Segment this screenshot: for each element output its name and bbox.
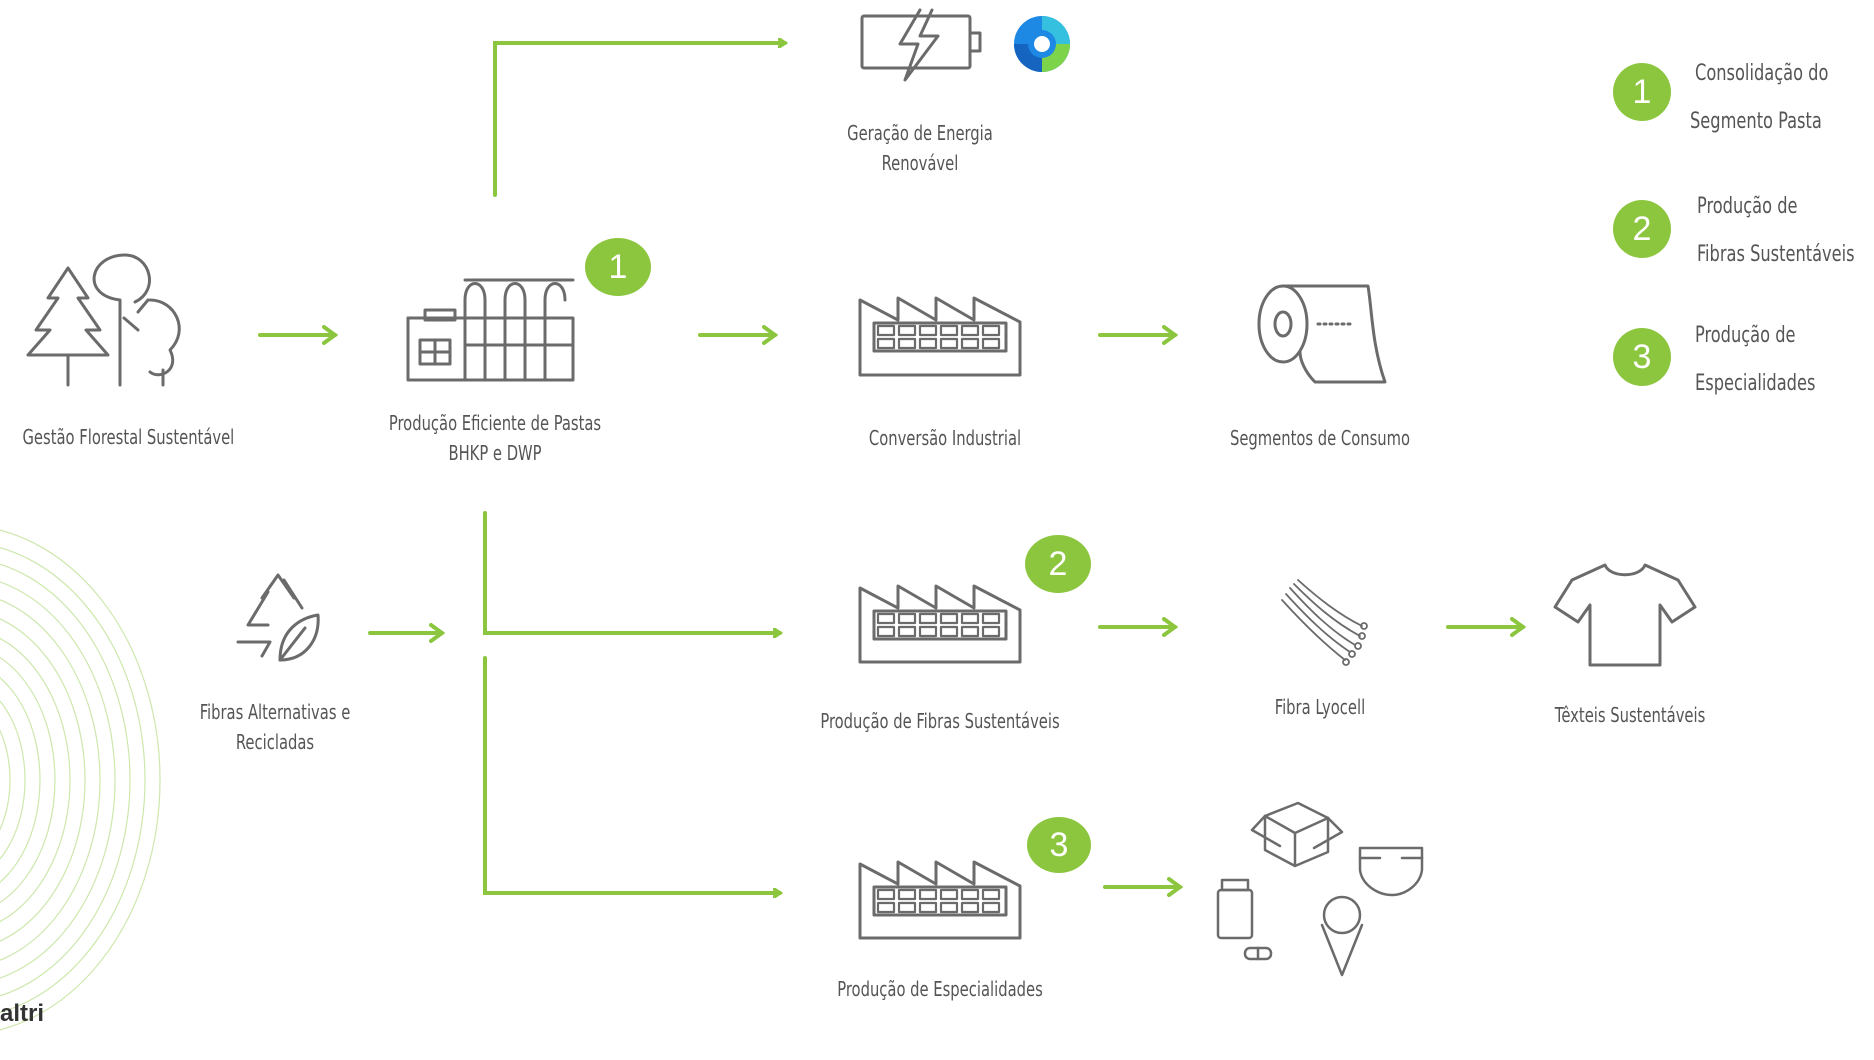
fiber-strands-icon	[1281, 579, 1368, 666]
recycle-leaf-icon	[236, 573, 320, 662]
altri-logo: altri	[0, 1000, 45, 1027]
connector-to-fibers	[483, 511, 780, 633]
pulp-mill-icon	[406, 278, 575, 382]
legend-label-3-line2: Especialidades	[1695, 371, 1816, 396]
legend-badge-2: 2	[1613, 200, 1671, 258]
flow-connectors	[258, 43, 1523, 893]
node-label-recycled: Fibras Alternativas e Recicladas	[199, 700, 351, 754]
legend-label-2-line1: Produção de	[1697, 194, 1798, 219]
node-label-textiles: Têxteis Sustentáveis	[1554, 703, 1706, 727]
battery-energy-icon	[860, 8, 982, 82]
badge-1: 1	[585, 238, 651, 296]
node-label-lyocell: Fibra Lyocell	[1274, 695, 1366, 719]
node-label-specialties: Produção de Especialidades	[837, 977, 1043, 1001]
navigator-logo-icon	[1014, 16, 1070, 72]
connector-to-specialties	[483, 656, 780, 893]
legend-label-1-line2: Segmento Pasta	[1690, 109, 1822, 134]
legend-label-3-line1: Produção de	[1695, 323, 1796, 348]
node-label-consumer: Segmentos de Consumo	[1229, 426, 1411, 450]
node-label-forest: Gestão Florestal Sustentável	[22, 425, 235, 449]
paper-roll-icon	[1257, 284, 1387, 384]
forest-trees-icon	[26, 253, 181, 387]
node-label-fibers: Produção de Fibras Sustentáveis	[820, 709, 1060, 733]
legend-badge-3: 3	[1613, 328, 1671, 386]
legend-label-2-line2: Fibras Sustentáveis	[1697, 242, 1855, 267]
badge-3: 3	[1027, 817, 1091, 873]
badge-2: 2	[1025, 535, 1091, 593]
tshirt-icon	[1553, 563, 1697, 667]
node-label-energy: Geração de Energia Renovável	[847, 121, 993, 175]
factory-icon	[858, 584, 1022, 664]
factory-icon	[858, 296, 1022, 377]
specialty-products-icon	[1216, 801, 1424, 977]
legend-badge-1: 1	[1613, 63, 1671, 121]
tree-rings-decoration	[0, 529, 161, 1031]
node-label-conversion: Conversão Industrial	[868, 426, 1022, 450]
connector-to-energy	[493, 43, 785, 197]
factory-icon	[858, 860, 1022, 940]
node-label-pulp: Produção Eficiente de Pastas BHKP e DWP	[388, 411, 602, 465]
legend-label-1-line1: Consolidação do	[1695, 61, 1829, 86]
